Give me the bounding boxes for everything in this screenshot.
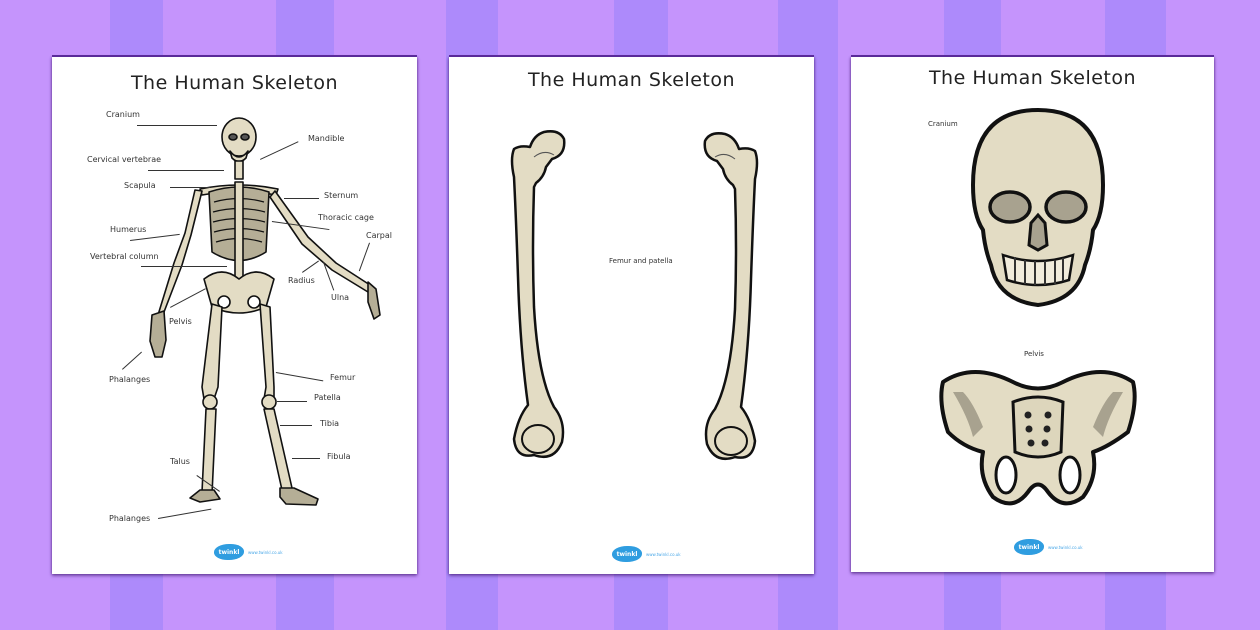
label-phalanges-hand: Phalanges bbox=[109, 375, 151, 384]
leader-line bbox=[280, 425, 312, 426]
label-cervical-vertebrae: Cervical vertebrae bbox=[87, 155, 162, 164]
label-radius: Radius bbox=[288, 276, 315, 285]
label-vertebral-column: Vertebral column bbox=[90, 252, 159, 261]
worksheet-page-femur: The Human Skeleton Femur and patella twi… bbox=[449, 57, 814, 574]
femur-left-illustration bbox=[510, 130, 566, 459]
logo-badge: twinkl bbox=[214, 544, 244, 560]
logo-url: www.twinkl.co.uk bbox=[1048, 544, 1083, 550]
leader-line bbox=[284, 198, 319, 199]
label-phalanges-foot: Phalanges bbox=[109, 514, 151, 523]
label-femur-and-patella: Femur and patella bbox=[609, 257, 673, 265]
label-cranium: Cranium bbox=[928, 120, 958, 128]
label-humerus: Humerus bbox=[110, 225, 147, 234]
label-tibia: Tibia bbox=[320, 419, 340, 428]
worksheet-page-skull-pelvis: The Human Skeleton Cranium Pelvis twinkl… bbox=[851, 57, 1214, 572]
leader-line bbox=[141, 266, 227, 267]
logo-url: www.twinkl.co.uk bbox=[248, 549, 283, 555]
label-pelvis: Pelvis bbox=[169, 317, 192, 326]
twinkl-logo: twinkl www.twinkl.co.uk bbox=[1014, 539, 1083, 555]
label-patella: Patella bbox=[314, 393, 341, 402]
logo-url: www.twinkl.co.uk bbox=[646, 551, 681, 557]
twinkl-logo: twinkl www.twinkl.co.uk bbox=[612, 546, 681, 562]
leader-line bbox=[292, 458, 320, 459]
label-talus: Talus bbox=[170, 457, 190, 466]
leader-line bbox=[277, 401, 307, 402]
femur-right-illustration bbox=[703, 132, 759, 461]
twinkl-logo: twinkl www.twinkl.co.uk bbox=[214, 544, 283, 560]
label-fibula: Fibula bbox=[327, 452, 351, 461]
label-femur: Femur bbox=[330, 373, 356, 382]
page-title: The Human Skeleton bbox=[130, 72, 339, 94]
page-title: The Human Skeleton bbox=[527, 69, 736, 91]
label-mandible: Mandible bbox=[308, 134, 345, 143]
skeleton-illustration bbox=[149, 117, 381, 506]
skull-illustration bbox=[971, 108, 1105, 307]
label-thoracic-cage: Thoracic cage bbox=[318, 213, 374, 222]
leader-line bbox=[137, 125, 217, 126]
leader-line bbox=[148, 170, 224, 171]
worksheet-page-labelled-skeleton: The Human Skeleton bbox=[52, 57, 417, 574]
label-pelvis: Pelvis bbox=[1024, 350, 1044, 358]
page-title: The Human Skeleton bbox=[928, 67, 1137, 89]
label-sternum: Sternum bbox=[324, 191, 359, 200]
logo-badge: twinkl bbox=[612, 546, 642, 562]
label-ulna: Ulna bbox=[331, 293, 350, 302]
label-cranium: Cranium bbox=[106, 110, 140, 119]
leader-line bbox=[170, 187, 210, 188]
logo-badge: twinkl bbox=[1014, 539, 1044, 555]
label-scapula: Scapula bbox=[124, 181, 156, 190]
label-carpal: Carpal bbox=[366, 231, 392, 240]
pelvis-illustration bbox=[939, 370, 1137, 506]
